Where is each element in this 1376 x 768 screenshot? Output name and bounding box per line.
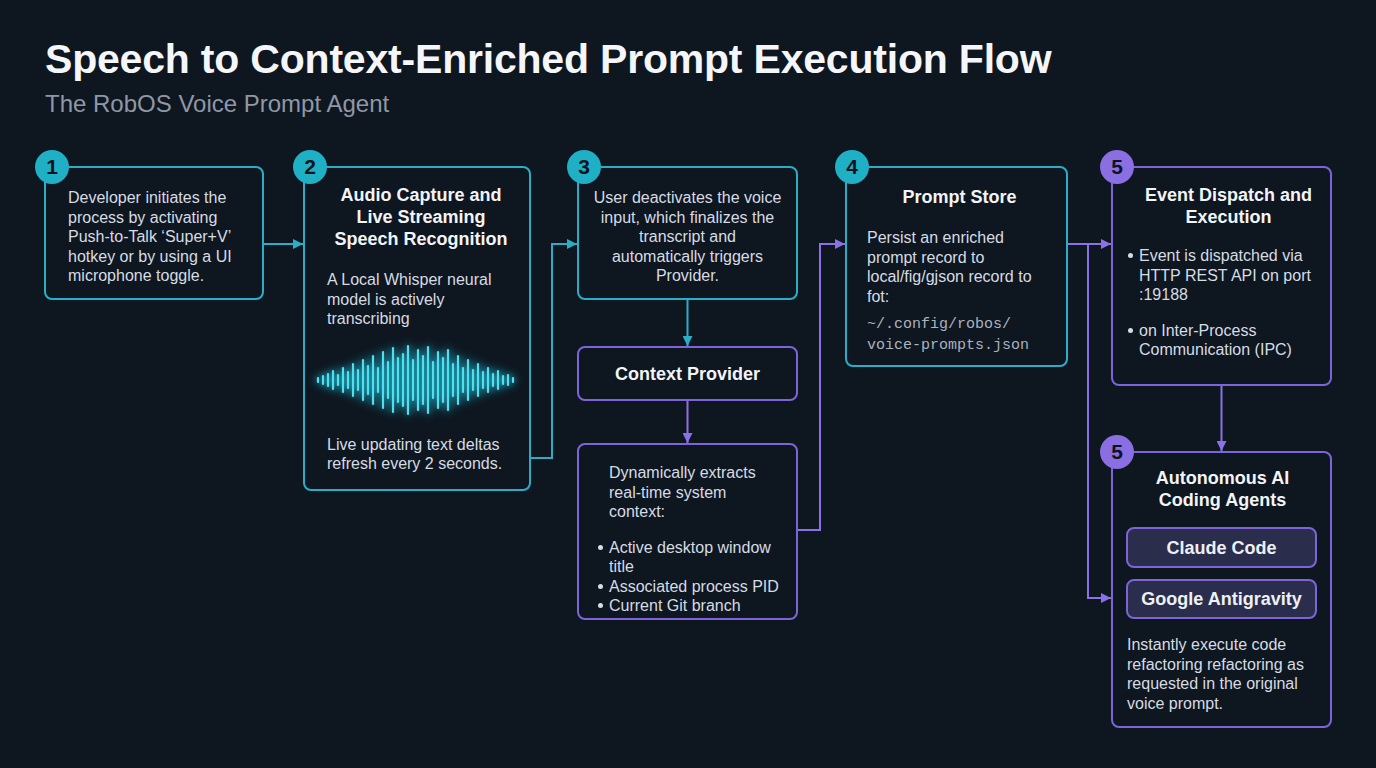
box-heading: Claude Code — [1166, 537, 1276, 559]
bullet-item: Event is dispatched via HTTP REST API on… — [1139, 246, 1318, 305]
flow-arrow — [687, 401, 689, 443]
audio-waveform — [318, 346, 513, 414]
flow-arrow — [1068, 244, 1111, 598]
box-text: Dynamically extracts real-time system co… — [609, 463, 784, 522]
agent-box: Claude Code — [1126, 527, 1317, 568]
bullet-dot — [598, 545, 603, 550]
box-heading: Google Antigravity — [1141, 588, 1301, 610]
callout-number: 3 — [567, 150, 601, 184]
bullet-item: on Inter-Process Communication (IPC) — [1139, 321, 1318, 360]
bullet-dot — [598, 584, 603, 589]
bullet-item: Active desktop window title — [609, 538, 784, 577]
flow-arrow — [531, 244, 577, 458]
box-heading: Audio Capture and Live Streaming Speech … — [327, 184, 515, 250]
box-heading: Event Dispatch and Execution — [1139, 184, 1318, 228]
file-path: ~/.config/robos/ voice-prompts.json — [867, 314, 1052, 356]
box-text: Developer initiates the process by activ… — [68, 188, 244, 286]
box-text: Persist an enriched prompt record to loc… — [867, 228, 1052, 306]
callout-number: 2 — [293, 150, 327, 184]
box-text: Live updating text deltas refresh every … — [327, 435, 515, 474]
callout-number: 5 — [1100, 435, 1134, 469]
box-heading: Context Provider — [615, 363, 760, 385]
box-text: Instantly execute code refactoring refac… — [1127, 635, 1318, 713]
diagram-title: Speech to Context-Enriched Prompt Execut… — [45, 36, 1051, 83]
box-heading: Prompt Store — [867, 186, 1052, 208]
box-text: A Local Whisper neural model is actively… — [327, 270, 515, 329]
flow-arrow — [1221, 386, 1223, 451]
step-box: Developer initiates the process by activ… — [44, 166, 264, 300]
process-box: Context Provider — [577, 346, 798, 401]
step-box: Autonomous AI Coding AgentsInstantly exe… — [1111, 451, 1332, 728]
process-box: Dynamically extracts real-time system co… — [577, 443, 798, 620]
bullet-item: Associated process PID — [609, 577, 784, 597]
flow-arrow — [264, 243, 303, 245]
callout-number: 5 — [1100, 150, 1134, 184]
step-box: User deactivates the voice input, which … — [577, 166, 798, 300]
flow-arrow — [1068, 243, 1111, 245]
bullet-dot — [1128, 328, 1133, 333]
bullet-item: Current Git branch — [609, 596, 784, 616]
box-heading: Autonomous AI Coding Agents — [1127, 467, 1318, 511]
agent-box: Google Antigravity — [1126, 579, 1317, 619]
box-text: User deactivates the voice input, which … — [593, 188, 782, 286]
callout-number: 4 — [835, 150, 869, 184]
callout-number: 1 — [35, 150, 69, 184]
subtitle: The RobOS Voice Prompt Agent — [45, 90, 389, 118]
step-box: Audio Capture and Live Streaming Speech … — [303, 166, 531, 491]
flow-arrow — [798, 244, 845, 530]
bullet-dot — [1128, 253, 1133, 258]
step-box: Event Dispatch and ExecutionEvent is dis… — [1111, 166, 1332, 386]
flow-arrow — [687, 300, 689, 346]
step-box: Prompt StorePersist an enriched prompt r… — [845, 166, 1068, 367]
bullet-dot — [598, 603, 603, 608]
